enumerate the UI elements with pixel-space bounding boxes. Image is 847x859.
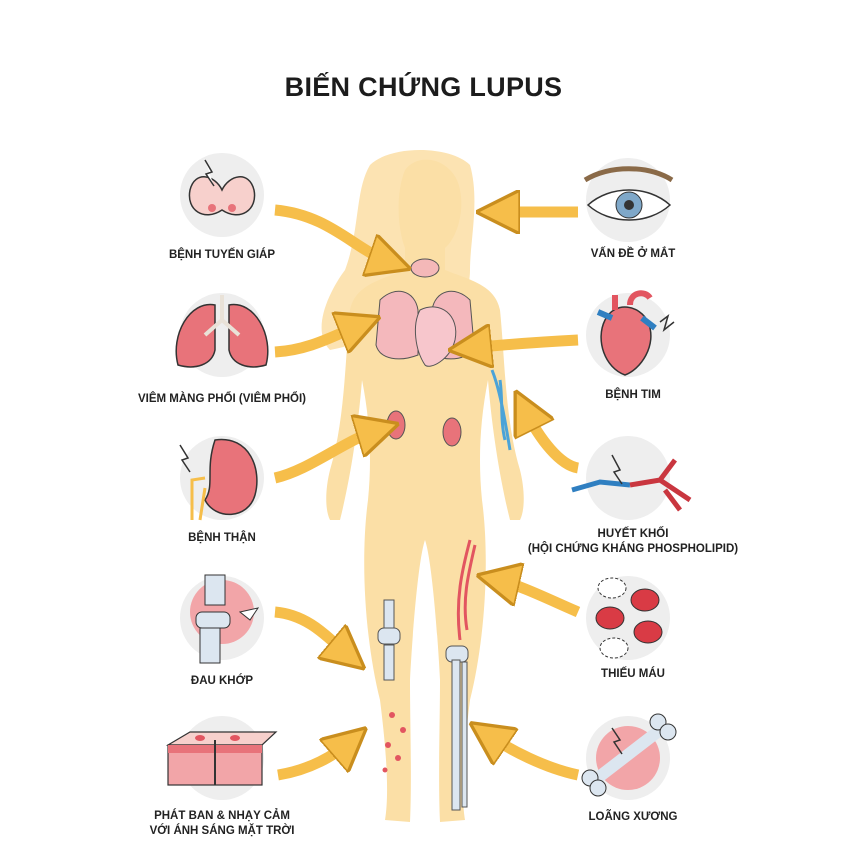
arrow-heart: [470, 340, 579, 348]
arrow-joint: [274, 606, 348, 655]
thyroid-organ: [410, 258, 440, 278]
kidney-left: [386, 410, 406, 440]
kidney-icon: [179, 436, 264, 521]
arrow-bone: [488, 735, 580, 781]
skin-rash-spots: [382, 712, 406, 773]
label-blood-clot-line2: (HỘI CHỨNG KHÁNG PHOSPHOLIPID): [527, 543, 739, 555]
label-joint-pain: ĐAU KHỚP: [190, 675, 254, 687]
label-skin-rash-line1: PHÁT BAN & NHẠY CẢM: [154, 810, 290, 822]
label-heart-disease: BỆNH TIM: [605, 389, 661, 401]
arrow-kidney: [273, 430, 378, 484]
knee-joint-icon: [180, 574, 264, 664]
left-icons: [165, 153, 278, 800]
label-osteoporosis: LOÃNG XƯƠNG: [588, 811, 678, 823]
arm-vein: [490, 369, 512, 451]
label-blood-clot: HUYẾT KHỐI (HỘI CHỨNG KHÁNG PHOSPHOLIPID…: [503, 527, 763, 557]
heart-organ: [414, 306, 457, 367]
label-anemia: THIẾU MÁU: [601, 668, 665, 680]
arrow-thyroid: [274, 204, 390, 262]
label-thyroid-disease: BỆNH TUYẾN GIÁP: [168, 249, 276, 261]
label-pleurisy: VIÊM MÀNG PHỔI (VIÊM PHỔI): [137, 393, 307, 405]
thyroid-icon: [180, 153, 264, 237]
eye-icon: [583, 158, 674, 242]
right-icons: [571, 158, 692, 800]
red-blood-cells-icon: [586, 576, 670, 660]
arrow-anemia: [498, 580, 581, 618]
leg-vein: [456, 539, 477, 641]
label-kidney-disease: BỆNH THẬN: [188, 532, 256, 544]
heart-icon: [586, 290, 675, 377]
label-skin-rash-line2: VỚI ÁNH SÁNG MẶT TRỜI: [149, 825, 295, 837]
arrow-clot: [525, 410, 580, 474]
skin-rash-icon: [165, 716, 278, 800]
blood-clot-icon: [571, 436, 692, 520]
page-title: BIẾN CHỨNG LUPUS: [284, 72, 563, 102]
arrow-lungs: [274, 325, 360, 358]
label-eye-problems: VẤN ĐỀ Ở MẮT: [590, 248, 676, 260]
knee-bones: [377, 599, 401, 681]
label-skin-rash: PHÁT BAN & NHẠY CẢM VỚI ÁNH SÁNG MẶT TRỜ…: [92, 809, 352, 839]
bone-icon: [581, 713, 677, 800]
label-blood-clot-line1: HUYẾT KHỐI: [597, 528, 669, 540]
arrows: [273, 204, 581, 781]
arrow-skin: [277, 742, 350, 781]
lungs-icon: [175, 293, 269, 377]
kidney-right: [442, 417, 462, 447]
